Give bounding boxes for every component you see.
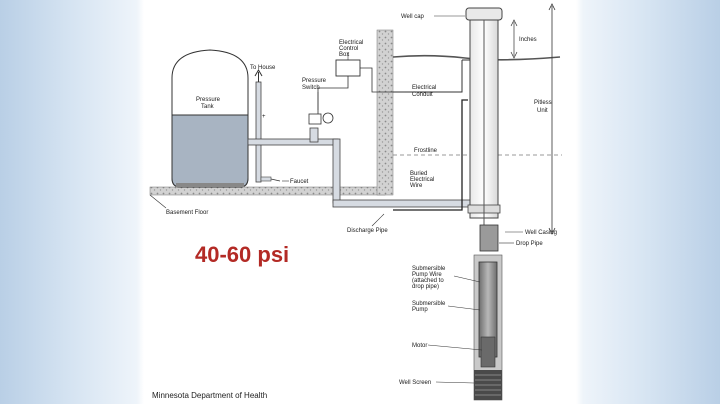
label-inches: Inches [519,37,537,43]
basement-wall [376,29,394,196]
label-pitless-unit-1: Pitless [534,100,552,106]
label-well-screen: Well Screen [399,380,431,386]
label-buried-wire-2: Electrical [410,177,434,183]
ground-surface [392,54,561,61]
label-well-cap: Well cap [401,14,425,20]
leader-lines [149,15,523,384]
label-pressure-tank-2: Tank [201,104,215,110]
label-electrical-conduit-2: Conduit [412,92,433,98]
label-faucet: Faucet [290,179,309,185]
label-control-box-2: Control [339,46,358,52]
wall-conduit [360,67,393,93]
label-well-casing: Well Casing [525,230,557,236]
label-electrical-conduit-1: Electrical [412,85,436,91]
label-pressure-switch-2: Switch [302,85,320,91]
label-control-box-3: Box [339,52,349,58]
well-cap-top [465,7,503,21]
label-frostline: Frostline [414,148,438,154]
label-basement-floor: Basement Floor [166,210,208,216]
label-submersible-pump-2: Pump [412,307,428,313]
buried-electrical-wire [393,99,468,211]
label-pump-wire-2: Pump Wire [412,272,442,278]
label-pump-wire-1: Submersible [412,266,446,272]
faucet [260,176,281,182]
pressure-tank [171,49,249,188]
house-plumbing [247,81,474,208]
label-pressure-switch-1: Pressure [302,78,327,84]
credit-text: Minnesota Department of Health [152,391,267,400]
pitless-adapter [479,224,499,252]
label-motor: Motor [412,343,427,349]
label-pump-wire-4: drop pipe) [412,284,439,290]
label-buried-wire-1: Buried [410,171,427,177]
to-house-arrow [254,69,263,82]
label-drop-pipe: Drop Pipe [516,241,543,247]
well-screen-slots [475,374,501,396]
electrical-conduit [393,59,470,93]
pressure-switch [308,112,334,125]
pressure-range: 40-60 psi [195,242,289,267]
basement-floor-slab [149,186,386,196]
label-submersible-pump-1: Submersible [412,301,446,307]
label-pressure-tank-1: Pressure [196,97,221,103]
label-discharge-pipe: Discharge Pipe [347,228,388,234]
label-to-house: To House [250,65,276,71]
tank-water [171,114,249,188]
tee-marker: + [262,114,266,120]
label-pitless-unit-2: Unit [537,108,548,114]
motor-body [480,336,496,368]
label-buried-wire-3: Wire [410,183,423,189]
label-pump-wire-3: (attached to [412,278,444,284]
label-control-box-1: Electrical [339,40,363,46]
electrical-control-box [335,59,361,77]
